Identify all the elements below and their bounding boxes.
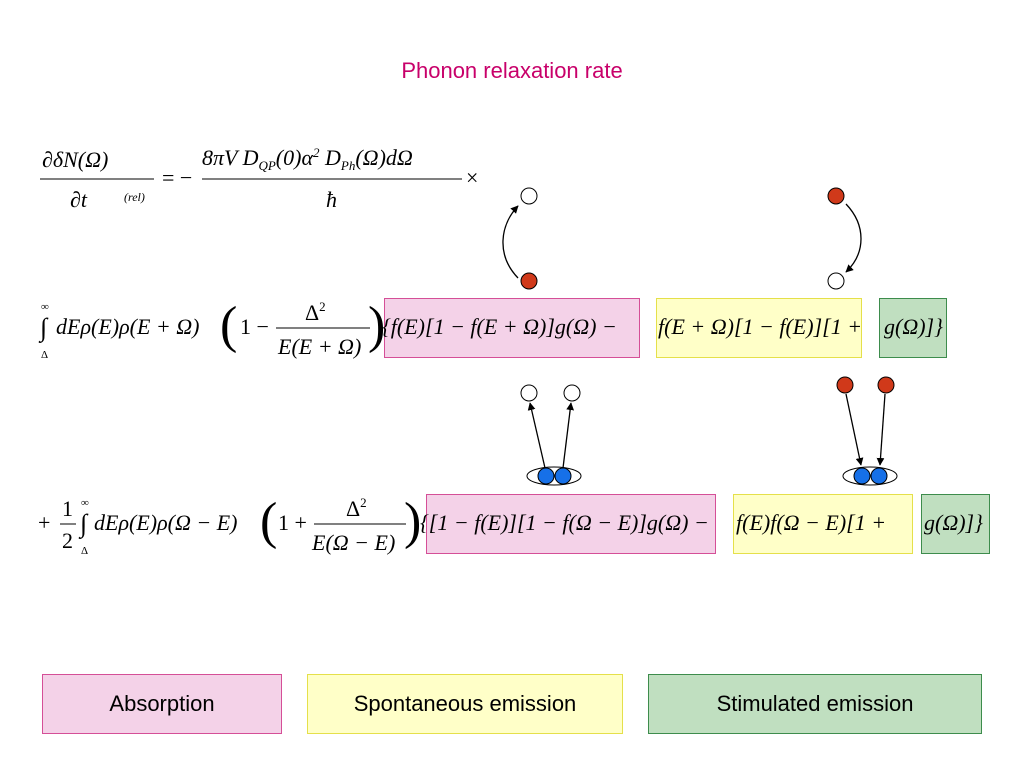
absorption-term: {f(E)[1 − f(E + Ω)]g(Ω) − <box>382 314 617 339</box>
integral-lower: Δ <box>81 545 88 557</box>
half-numerator: 1 <box>62 496 73 521</box>
line1-absorption-box <box>384 298 640 358</box>
legend-stimulated-label: Stimulated emission <box>716 691 914 716</box>
legend-spontaneous-label: Spontaneous emission <box>353 691 577 716</box>
quasiparticle-filled-left <box>836 376 854 394</box>
spontaneous-term: f(E)f(Ω − E)[1 + <box>736 510 886 535</box>
recombined-electron-right <box>870 467 888 485</box>
line2-spontaneous-box <box>733 494 913 554</box>
legend-absorption: Absorption <box>42 674 282 734</box>
integrand: dEρ(E)ρ(E + Ω) <box>56 314 200 339</box>
integral-lower: Δ <box>41 349 48 361</box>
prefactor-denominator: ħ <box>326 187 337 212</box>
legend-absorption-label: Absorption <box>109 691 215 716</box>
line1-stimulated-box <box>879 298 947 358</box>
integral-sign: ∫ <box>78 509 89 539</box>
open-paren: ( <box>220 297 237 354</box>
quasiparticle-filled-right <box>877 376 895 394</box>
absorption-arrow <box>502 205 519 279</box>
quasiparticle-empty-lower <box>827 272 845 290</box>
pair-break-arrow-left <box>527 402 546 469</box>
integral-upper: ∞ <box>81 497 89 509</box>
quasiparticle-empty-left <box>520 384 538 402</box>
prefactor-numerator: 8πV DQP(0)α2 DPh(Ω)dΩ <box>202 145 413 173</box>
stimulated-term: g(Ω)]} <box>884 314 943 339</box>
cooper-pair-electron-right <box>554 467 572 485</box>
quasiparticle-filled-upper <box>827 187 845 205</box>
recombination-arrow-right <box>876 393 886 466</box>
legend-spontaneous-emission: Spontaneous emission <box>307 674 623 734</box>
prefactor-equation: ∂δN(Ω) ∂t (rel) = − 8πV DQP(0)α2 DPh(Ω)d… <box>40 145 478 212</box>
close-paren: ) <box>404 493 421 550</box>
lhs-denominator: ∂t <box>70 187 88 212</box>
denominator: E(E + Ω) <box>277 334 361 359</box>
line2-stimulated-box <box>921 494 990 554</box>
recombination-arrow-left <box>845 393 864 466</box>
open-paren: ( <box>260 493 277 550</box>
denominator: E(Ω − E) <box>311 530 395 555</box>
emission-arrow <box>845 203 862 273</box>
one-minus: 1 − <box>240 314 269 339</box>
quasiparticle-empty-right <box>563 384 581 402</box>
line1-equation: ∫ ∞ Δ dEρ(E)ρ(E + Ω) ( 1 − Δ2 E(E + Ω) )… <box>38 297 943 361</box>
page-title: Phonon relaxation rate <box>401 58 623 83</box>
close-paren: ) <box>368 297 385 354</box>
legend-stimulated-emission: Stimulated emission <box>648 674 982 734</box>
integral-sign: ∫ <box>38 313 49 343</box>
line2-equation: + 1 2 ∫ ∞ Δ dEρ(E)ρ(Ω − E) ( 1 + Δ2 E(Ω … <box>38 493 983 557</box>
integrand: dEρ(E)ρ(Ω − E) <box>94 510 238 535</box>
recombined-electron-left <box>853 467 871 485</box>
integral-upper: ∞ <box>41 301 49 313</box>
quasiparticle-empty-upper <box>520 187 538 205</box>
quasiparticle-filled-lower <box>520 272 538 290</box>
lhs-subscript: (rel) <box>124 190 145 204</box>
equals-minus: = − <box>162 165 192 190</box>
stimulated-term: g(Ω)]} <box>924 510 983 535</box>
plus-sign: + <box>38 510 50 535</box>
one-plus: 1 + <box>278 510 307 535</box>
pair-break-arrow-right <box>562 402 575 469</box>
line2-absorption-box <box>426 494 716 554</box>
lhs-numerator: ∂δN(Ω) <box>42 147 108 172</box>
absorption-term: {[1 − f(E)][1 − f(Ω − E)]g(Ω) − <box>420 510 709 535</box>
spontaneous-term: f(E + Ω)[1 − f(E)][1 + <box>658 314 862 339</box>
times-sign: × <box>466 165 478 190</box>
half-denominator: 2 <box>62 528 73 553</box>
line1-spontaneous-box <box>656 298 862 358</box>
cooper-pair-electron-left <box>537 467 555 485</box>
